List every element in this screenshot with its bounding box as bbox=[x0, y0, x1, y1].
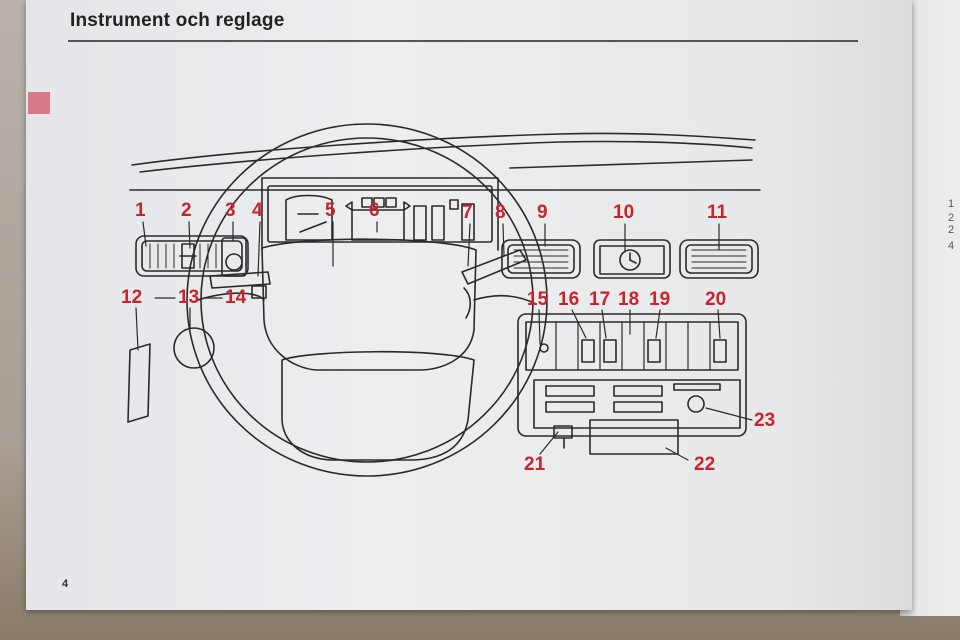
callout-13: 13 bbox=[178, 287, 200, 308]
callout-20: 20 bbox=[705, 289, 727, 310]
callout-23: 23 bbox=[754, 410, 776, 431]
leader-lines bbox=[135, 221, 753, 461]
callout-18: 18 bbox=[618, 289, 640, 310]
callout-22: 22 bbox=[694, 454, 716, 475]
manual-page bbox=[26, 0, 912, 610]
right-stalk bbox=[461, 249, 527, 319]
left-stalk bbox=[209, 271, 271, 299]
callout-11: 11 bbox=[707, 202, 728, 223]
callout-10: 10 bbox=[613, 202, 635, 223]
centre-console bbox=[517, 313, 747, 455]
title-rule bbox=[68, 40, 858, 42]
page-number: 4 bbox=[62, 578, 69, 590]
callout-6: 6 bbox=[369, 200, 380, 221]
center-vent bbox=[501, 239, 581, 279]
adjacent-page-fragment: 2 2 bbox=[948, 212, 955, 236]
callout-5: 5 bbox=[325, 200, 336, 221]
steering-wheel-outer bbox=[186, 123, 548, 477]
callout-16: 16 bbox=[558, 289, 580, 310]
adjacent-page-fragment: 1 bbox=[948, 198, 955, 210]
headlight-knob bbox=[225, 253, 243, 271]
callout-3: 3 bbox=[225, 200, 236, 221]
dashboard-top-edge bbox=[131, 132, 756, 166]
callout-14: 14 bbox=[225, 287, 247, 308]
clock bbox=[593, 239, 671, 279]
section-tab-marker bbox=[28, 92, 50, 114]
callout-2: 2 bbox=[181, 200, 192, 221]
instrument-cluster-housing bbox=[261, 177, 499, 251]
page-title: Instrument och reglage bbox=[70, 10, 285, 31]
callout-8: 8 bbox=[495, 202, 506, 223]
dashboard-top-inner bbox=[139, 140, 753, 173]
callout-4: 4 bbox=[252, 200, 263, 221]
glovebox-edge bbox=[127, 343, 151, 423]
callout-21: 21 bbox=[524, 454, 546, 475]
callout-15: 15 bbox=[527, 289, 549, 310]
callout-12: 12 bbox=[121, 287, 143, 308]
callout-7: 7 bbox=[462, 202, 473, 223]
steering-hub bbox=[261, 238, 477, 371]
callout-1: 1 bbox=[135, 200, 146, 221]
ignition-cover bbox=[173, 327, 215, 369]
adjacent-page-fragment: 4 bbox=[948, 240, 955, 252]
callout-9: 9 bbox=[537, 202, 548, 223]
steering-wheel-pad bbox=[281, 350, 475, 461]
steering-wheel-inner bbox=[200, 137, 534, 463]
callout-17: 17 bbox=[589, 289, 611, 310]
callout-19: 19 bbox=[649, 289, 671, 310]
